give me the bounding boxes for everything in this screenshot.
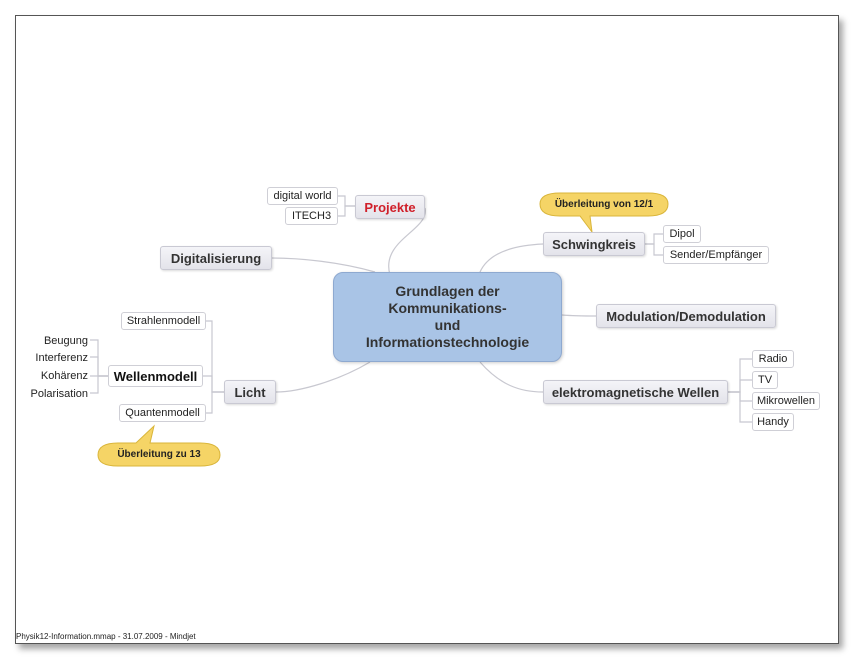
subtopic-radio[interactable]: Radio (752, 350, 794, 368)
central-topic[interactable]: Grundlagen der Kommunikations- und Infor… (333, 272, 562, 362)
subtopic-digital-world[interactable]: digital world (267, 187, 338, 205)
topic-modulation-demodulation[interactable]: Modulation/Demodulation (596, 304, 776, 328)
topic-licht[interactable]: Licht (224, 380, 276, 404)
central-line-1: Grundlagen der (395, 283, 500, 299)
callout-ueberleitung-von-12-1[interactable]: Überleitung von 12/1 (554, 199, 654, 210)
leaf-interferenz[interactable]: Interferenz (35, 351, 88, 364)
subtopic-dipol[interactable]: Dipol (663, 225, 701, 243)
topic-elektromagnetische-wellen[interactable]: elektromagnetische Wellen (543, 380, 728, 404)
topic-schwingkreis[interactable]: Schwingkreis (543, 232, 645, 256)
subtopic-itech3[interactable]: ITECH3 (285, 207, 338, 225)
central-line-4: Informationstechnologie (365, 334, 530, 350)
topic-digitalisierung[interactable]: Digitalisierung (160, 246, 272, 270)
subtopic-quantenmodell[interactable]: Quantenmodell (119, 404, 206, 422)
subtopic-wellenmodell[interactable]: Wellenmodell (108, 365, 203, 387)
subtopic-mikrowellen[interactable]: Mikrowellen (752, 392, 820, 410)
callout-ueberleitung-zu-13[interactable]: Überleitung zu 13 (117, 449, 201, 460)
subtopic-sender-empfaenger[interactable]: Sender/Empfänger (663, 246, 769, 264)
leaf-beugung[interactable]: Beugung (43, 334, 88, 347)
topic-projekte[interactable]: Projekte (355, 195, 425, 219)
central-line-3: und (434, 317, 461, 333)
central-line-2: Kommunikations- (388, 300, 507, 316)
leaf-kohaerenz[interactable]: Kohärenz (40, 369, 88, 382)
leaf-polarisation[interactable]: Polarisation (30, 387, 88, 400)
footer-file-info: Physik12-Information.mmap - 31.07.2009 -… (16, 632, 196, 641)
callout-shape-schwingkreis (539, 192, 669, 234)
subtopic-handy[interactable]: Handy (752, 413, 794, 431)
subtopic-strahlenmodell[interactable]: Strahlenmodell (121, 312, 206, 330)
callout-shape-licht (97, 424, 221, 467)
subtopic-tv[interactable]: TV (752, 371, 778, 389)
